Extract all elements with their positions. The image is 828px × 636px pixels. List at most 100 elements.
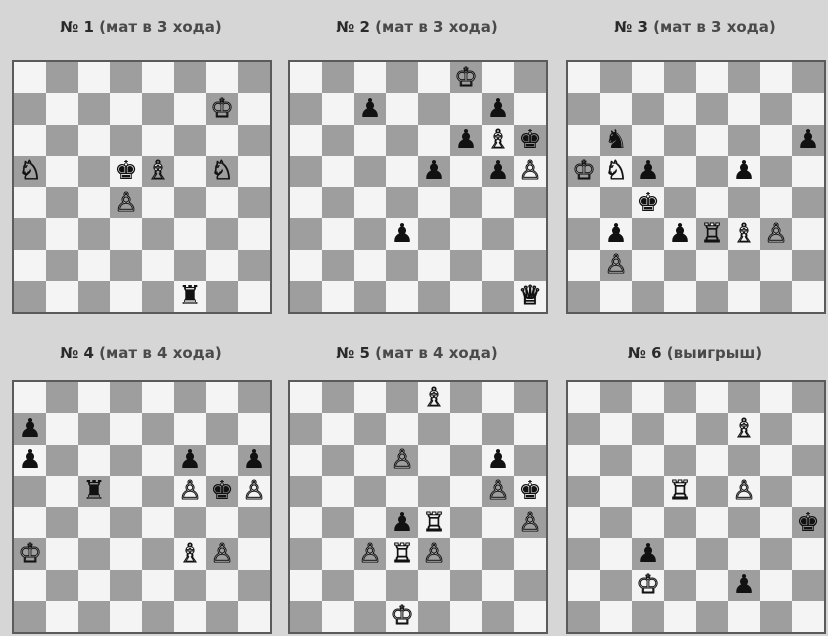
black-pawn-icon: ♟ [450, 125, 482, 156]
board-square [322, 507, 354, 538]
board-square [760, 445, 792, 476]
board-square [664, 93, 696, 124]
board-square [728, 125, 760, 156]
black-pawn-icon: ♟ [386, 507, 418, 538]
board-square [664, 281, 696, 312]
diagram-task: (мат в 3 хода) [375, 18, 498, 36]
board-square [322, 93, 354, 124]
board-square [418, 218, 450, 249]
board-square [386, 413, 418, 444]
chess-board: ♔♘♚♗♘♙♜ [12, 60, 272, 314]
board-square [110, 125, 142, 156]
board-square [632, 62, 664, 93]
board-square [728, 93, 760, 124]
board-square [110, 62, 142, 93]
diagram-6: № 6 (выигрыш) ♗♖♙♚♟♔♟ [564, 340, 826, 636]
board-square [632, 445, 664, 476]
board-square [450, 93, 482, 124]
board-square [418, 125, 450, 156]
board-square [354, 156, 386, 187]
board-square [568, 281, 600, 312]
board-square [632, 601, 664, 632]
board-square [46, 382, 78, 413]
black-pawn-icon: ♟ [482, 156, 514, 187]
board-square [482, 570, 514, 601]
board-square [206, 570, 238, 601]
board-square [174, 250, 206, 281]
board-square [46, 445, 78, 476]
board-square [792, 601, 824, 632]
board-square [792, 250, 824, 281]
board-square [290, 156, 322, 187]
board-square [110, 413, 142, 444]
board-square [238, 538, 270, 569]
white-rook-icon: ♖ [386, 538, 418, 569]
board-square [696, 445, 728, 476]
board-square [14, 62, 46, 93]
board-square [760, 413, 792, 444]
board-square [110, 218, 142, 249]
board-square [568, 218, 600, 249]
board-square [290, 538, 322, 569]
board-square [696, 538, 728, 569]
black-king-icon: ♚ [206, 476, 238, 507]
board-square [386, 281, 418, 312]
board-square [792, 538, 824, 569]
board-square [482, 62, 514, 93]
white-king-icon: ♔ [206, 93, 238, 124]
board-square [174, 413, 206, 444]
white-pawn-icon: ♙ [354, 538, 386, 569]
black-pawn-icon: ♟ [386, 218, 418, 249]
board-square [46, 187, 78, 218]
board-square [142, 382, 174, 413]
black-rook-icon: ♜ [78, 476, 110, 507]
board-square [354, 507, 386, 538]
board-square [568, 601, 600, 632]
board-square [14, 187, 46, 218]
board-square [142, 125, 174, 156]
board-square [418, 187, 450, 218]
board-square [78, 250, 110, 281]
board-square [14, 125, 46, 156]
white-king-icon: ♔ [568, 156, 600, 187]
board-square [354, 413, 386, 444]
board-square [600, 281, 632, 312]
board-square [322, 187, 354, 218]
board-square [600, 413, 632, 444]
white-pawn-icon: ♙ [238, 476, 270, 507]
white-king-icon: ♔ [386, 601, 418, 632]
board-square [632, 125, 664, 156]
board-square [482, 538, 514, 569]
diagram-title: № 3 (мат в 3 хода) [564, 18, 826, 36]
board-square [386, 187, 418, 218]
board-square [760, 187, 792, 218]
board-square [290, 62, 322, 93]
board-square [664, 413, 696, 444]
diagram-title: № 1 (мат в 3 хода) [10, 18, 272, 36]
board-square [322, 125, 354, 156]
board-square [78, 62, 110, 93]
black-pawn-icon: ♟ [354, 93, 386, 124]
board-square [418, 281, 450, 312]
white-knight-icon: ♘ [600, 156, 632, 187]
board-square [450, 281, 482, 312]
board-square [354, 125, 386, 156]
diagram-task: (выигрыш) [667, 344, 762, 362]
board-square [322, 281, 354, 312]
board-square [46, 93, 78, 124]
board-square [792, 413, 824, 444]
board-square [514, 413, 546, 444]
board-square [46, 281, 78, 312]
board-square [386, 156, 418, 187]
black-king-icon: ♚ [514, 125, 546, 156]
diagram-number: № 2 [336, 18, 370, 36]
board-square [142, 250, 174, 281]
board-square [46, 507, 78, 538]
black-pawn-icon: ♟ [664, 218, 696, 249]
black-rook-icon: ♜ [174, 281, 206, 312]
board-square [110, 601, 142, 632]
board-square [792, 476, 824, 507]
white-rook-icon: ♖ [664, 476, 696, 507]
black-knight-icon: ♞ [600, 125, 632, 156]
board-square [238, 382, 270, 413]
